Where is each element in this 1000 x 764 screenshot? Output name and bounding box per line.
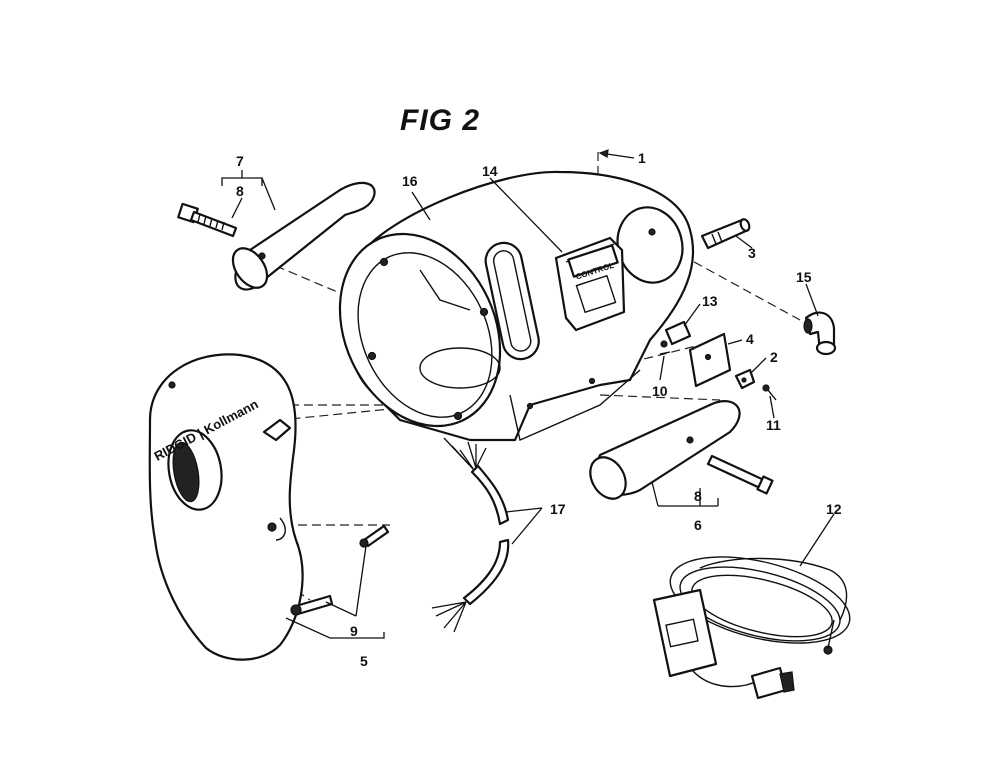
callout-7: 7 bbox=[236, 153, 244, 169]
callout-13: 13 bbox=[702, 293, 718, 309]
bottom-handle-tube bbox=[589, 400, 741, 500]
screw bbox=[762, 384, 777, 401]
motor-housing bbox=[338, 170, 695, 442]
callout-15: 15 bbox=[796, 269, 812, 285]
figure-title: FIG 2 bbox=[400, 104, 481, 137]
small-pin bbox=[659, 351, 671, 355]
callout-8-upper: 8 bbox=[236, 183, 244, 199]
clip bbox=[734, 368, 756, 390]
power-cord-gfci bbox=[652, 556, 851, 700]
callout-leaders bbox=[221, 149, 835, 639]
callout-5: 5 bbox=[360, 653, 368, 669]
callout-3: 3 bbox=[748, 245, 756, 261]
callout-16: 16 bbox=[402, 173, 418, 189]
callout-1: 1 bbox=[638, 150, 646, 166]
callout-numbers: 1 2 3 4 5 6 7 8 8 9 10 11 12 13 14 15 16… bbox=[236, 150, 842, 669]
bolt-lower bbox=[706, 454, 774, 495]
callout-2: 2 bbox=[770, 349, 778, 365]
callout-9: 9 bbox=[350, 623, 358, 639]
top-handle-tube bbox=[231, 181, 376, 291]
mounting-plate bbox=[688, 332, 732, 388]
callout-10: 10 bbox=[652, 383, 668, 399]
callout-14: 14 bbox=[482, 163, 498, 179]
front-cover: RIDGID | Kollmann bbox=[148, 353, 304, 661]
callout-17: 17 bbox=[550, 501, 566, 517]
pin bbox=[700, 218, 751, 250]
callout-4: 4 bbox=[746, 331, 754, 347]
callout-6: 6 bbox=[694, 517, 702, 533]
bolt-upper bbox=[177, 202, 238, 238]
cover-screws bbox=[290, 524, 390, 616]
wire-harness bbox=[431, 437, 510, 633]
callout-11: 11 bbox=[766, 417, 781, 433]
elbow-fitting bbox=[803, 311, 837, 356]
callout-12: 12 bbox=[826, 501, 842, 517]
callout-8-lower: 8 bbox=[694, 488, 702, 504]
control-switch-box: CONTROL bbox=[554, 236, 626, 332]
switch bbox=[660, 320, 692, 348]
